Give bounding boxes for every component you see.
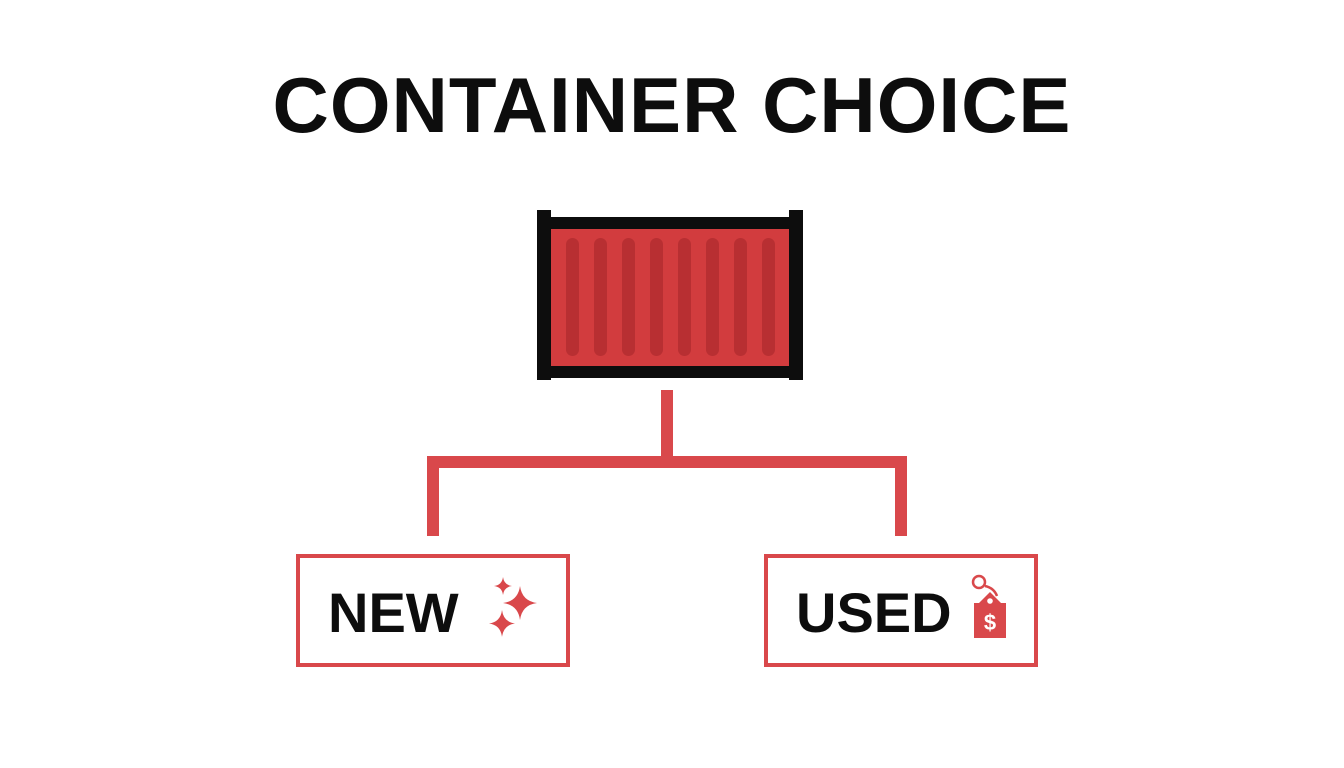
tag-string-loop	[971, 574, 987, 590]
diagram-title: CONTAINER CHOICE	[272, 61, 1072, 149]
container-frame-bottom	[540, 366, 800, 378]
sparkle-icon	[489, 577, 537, 637]
container-ribs	[566, 238, 775, 356]
container-body	[548, 222, 792, 372]
option-used[interactable]: USED $	[764, 554, 1038, 667]
container-post-left	[537, 210, 551, 380]
option-new-label: NEW	[328, 581, 459, 644]
price-tag-icon: $	[971, 574, 1006, 638]
branch-connectors	[427, 390, 907, 536]
tag-hole	[987, 598, 993, 604]
option-new[interactable]: NEW	[296, 554, 570, 667]
option-used-label: USED	[796, 581, 952, 644]
container-post-right	[789, 210, 803, 380]
tag-dollar-symbol: $	[984, 610, 996, 635]
tag-string	[984, 584, 999, 597]
shipping-container-icon	[537, 210, 803, 380]
tag-body	[974, 592, 1006, 638]
container-frame-top	[540, 217, 800, 229]
